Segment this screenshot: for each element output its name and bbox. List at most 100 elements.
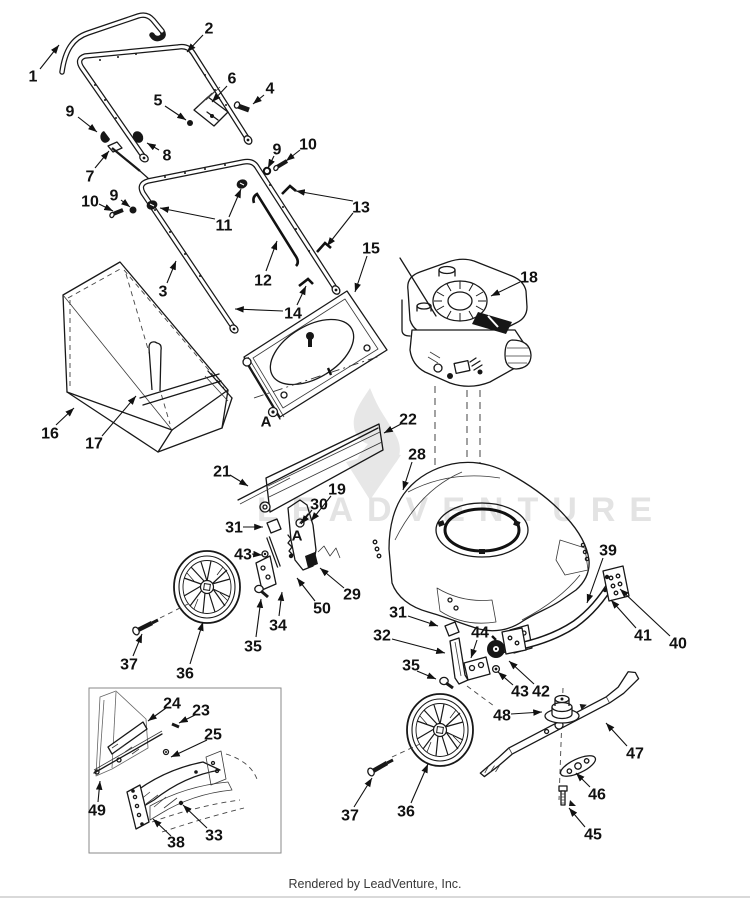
part-number-label: 9 xyxy=(66,104,75,121)
leader-arrow xyxy=(252,94,265,105)
carburetor-detail xyxy=(427,351,483,379)
leader-arrow xyxy=(285,149,301,162)
part-number-label: 40 xyxy=(669,636,687,653)
part-number-label: 18 xyxy=(520,270,538,287)
part-number-label: 9 xyxy=(110,188,119,205)
bottom-divider xyxy=(0,896,750,898)
part-number-label: 30 xyxy=(310,497,328,514)
leader-arrow xyxy=(497,671,514,686)
left-height-adjuster xyxy=(254,499,318,599)
leader-arrow xyxy=(619,588,671,637)
blade-bolt xyxy=(558,785,576,806)
blade-adapter xyxy=(544,694,580,724)
leader-arrow xyxy=(575,772,591,788)
watermark-chevron xyxy=(346,453,401,500)
leader-arrow xyxy=(354,255,368,293)
leader-arrow xyxy=(470,639,478,659)
part-number-label: 46 xyxy=(588,787,606,804)
leader-arrow xyxy=(255,598,264,638)
part-number-label: 42 xyxy=(532,684,550,701)
part-number-label: 8 xyxy=(163,148,172,165)
leader-arrow xyxy=(132,633,143,657)
leader-arrow xyxy=(296,577,316,602)
handle-rivets xyxy=(94,53,227,119)
part-number-label: 6 xyxy=(228,71,237,88)
watermark: LEADVENTURE xyxy=(257,388,652,529)
bail-control-handle xyxy=(59,12,166,75)
upper-handle xyxy=(76,43,253,163)
leader-arrow xyxy=(410,763,429,804)
leader-arrow xyxy=(159,206,216,220)
part-number-label: 11 xyxy=(216,218,233,235)
leader-arrow xyxy=(251,550,263,558)
part-number-label: 32 xyxy=(373,628,391,645)
wheel-bolt-right xyxy=(367,743,421,777)
leader-arrow xyxy=(39,44,60,70)
leader-arrow xyxy=(101,395,137,437)
leader-arrow xyxy=(416,670,437,680)
part-number-label: 1 xyxy=(29,69,38,86)
lower-handle xyxy=(138,158,341,334)
leader-arrow xyxy=(295,189,354,202)
leader-arrow xyxy=(568,807,586,828)
part-number-label: 35 xyxy=(402,658,420,675)
adjuster-cam xyxy=(487,635,505,658)
part-number-label: 10 xyxy=(299,137,317,154)
leader-arrow xyxy=(95,780,103,803)
part-number-label: 13 xyxy=(352,200,370,217)
leader-arrow xyxy=(319,567,345,589)
part-number-label: 43 xyxy=(234,547,252,564)
leader-arrow xyxy=(152,818,172,837)
reference-letter: A xyxy=(292,528,303,545)
part-number-label: 43 xyxy=(511,684,529,701)
part-number-label: 15 xyxy=(362,241,380,258)
leader-arrow xyxy=(508,660,535,685)
reference-letter: A xyxy=(261,414,272,431)
part-number-label: 7 xyxy=(86,169,95,186)
part-number-label: 24 xyxy=(163,696,181,713)
leader-arrow xyxy=(605,722,628,747)
part-number-label: 17 xyxy=(85,436,103,453)
blade xyxy=(479,671,640,778)
part-number-label: 22 xyxy=(399,412,417,429)
leader-arrow xyxy=(407,615,439,627)
leader-arrow xyxy=(234,306,284,313)
part-number-label: 9 xyxy=(273,142,282,159)
part-number-label: 29 xyxy=(343,587,361,604)
part-number-label: 48 xyxy=(493,708,511,725)
part-number-label: 41 xyxy=(634,628,652,645)
part-number-label: 31 xyxy=(225,520,243,537)
leader-arrow xyxy=(178,714,196,724)
part-number-label: 37 xyxy=(341,808,359,825)
leader-arrow xyxy=(166,260,177,284)
leader-arrow xyxy=(277,591,285,617)
part-number-label: 12 xyxy=(254,273,272,290)
muffler xyxy=(504,339,532,370)
throttle-bolt xyxy=(233,101,250,113)
leader-arrow xyxy=(189,621,204,665)
leader-arrow xyxy=(228,188,242,218)
handle-cables xyxy=(252,184,332,288)
part-number-label: 14 xyxy=(284,306,302,323)
part-number-label: 39 xyxy=(599,543,617,560)
part-number-label: 44 xyxy=(471,625,489,642)
leader-arrow xyxy=(265,240,278,272)
part-number-label: 5 xyxy=(154,93,163,110)
mulch-kit-inset xyxy=(88,687,282,854)
leader-arrow xyxy=(146,142,160,151)
leader-arrow xyxy=(296,285,307,306)
part-number-label: 47 xyxy=(626,746,644,763)
part-number-label: 21 xyxy=(213,464,231,481)
leader-arrow xyxy=(147,707,167,722)
leader-arrow xyxy=(77,116,98,133)
leader-arrow xyxy=(170,739,208,758)
part-number-label: 35 xyxy=(244,639,262,656)
grass-bag xyxy=(62,261,233,453)
leader-arrow xyxy=(211,85,228,103)
leader-arrow xyxy=(391,638,446,654)
leader-arrow xyxy=(310,495,332,522)
part-number-label: 10 xyxy=(81,194,99,211)
throttle-control xyxy=(193,86,229,127)
